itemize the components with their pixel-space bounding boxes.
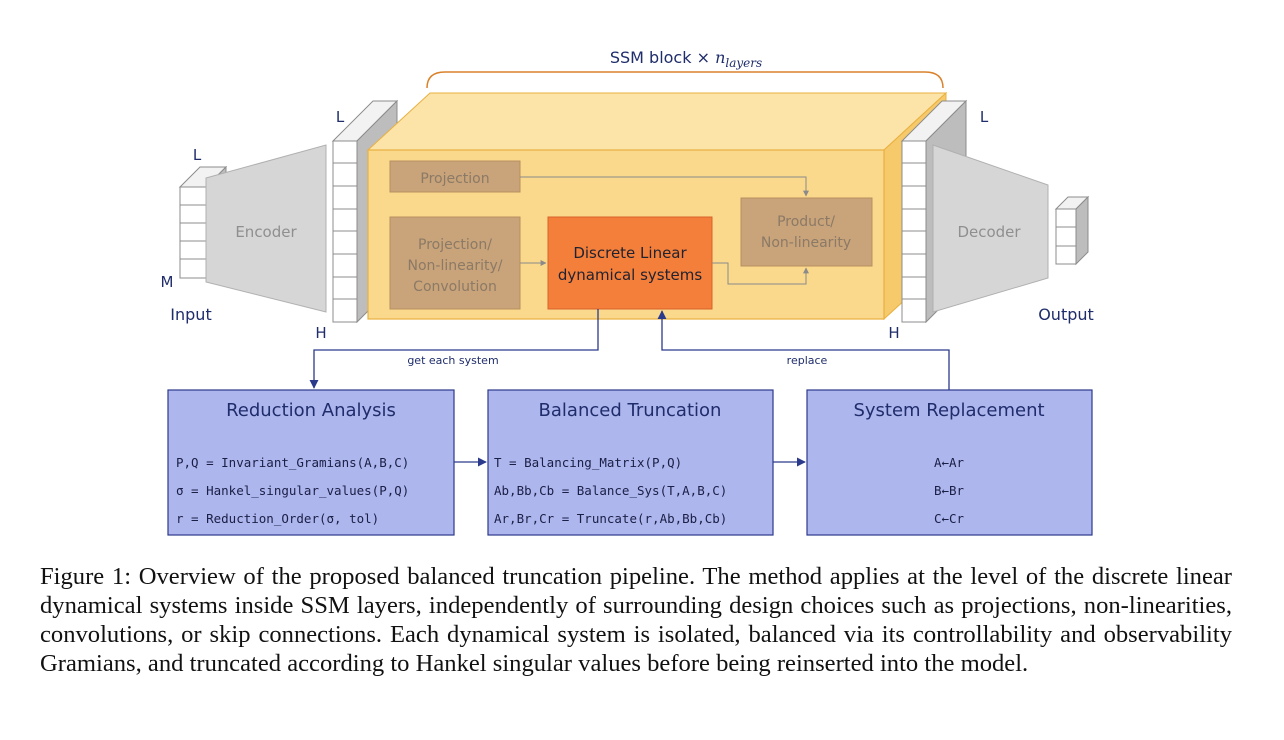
- reduction-analysis-line-1: P,Q = Invariant_Gramians(A,B,C): [176, 455, 409, 470]
- output-label: Output: [1038, 305, 1094, 324]
- get-each-system-label: get each system: [407, 354, 498, 367]
- input-label: Input: [170, 305, 211, 324]
- reduction-analysis-box: Reduction Analysis P,Q = Invariant_Grami…: [167, 389, 455, 536]
- right-stack-dim-H: H: [888, 324, 899, 342]
- input-dim-M: M: [161, 273, 174, 291]
- system-replacement-line-1: A←Ar: [934, 455, 965, 470]
- balanced-truncation-line-1: T = Balancing_Matrix(P,Q): [494, 455, 682, 470]
- decoder-shape: [932, 144, 1049, 313]
- output-tensor: [1054, 195, 1090, 266]
- encoder-shape: [205, 144, 327, 313]
- system-replacement-line-2: B←Br: [934, 483, 965, 498]
- left-stack-dim-H: H: [315, 324, 326, 342]
- dls-to-product-arrow: [712, 262, 809, 285]
- pipeline-diagram: SSM block × nlayers L M Input Encoder L …: [161, 48, 1094, 536]
- encoder-label: Encoder: [235, 223, 297, 241]
- balanced-truncation-line-2: Ab,Bb,Cb = Balance_Sys(T,A,B,C): [494, 483, 727, 498]
- input-dim-L: L: [193, 146, 202, 164]
- proj-nonlin-conv-box: [389, 216, 521, 310]
- reduction-analysis-line-3: r = Reduction_Order(σ, tol): [176, 511, 379, 526]
- right-stack-dim-L: L: [980, 108, 989, 126]
- system-replacement-line-3: C←Cr: [934, 511, 965, 526]
- dls-line-2: dynamical systems: [558, 266, 702, 284]
- reduction-analysis-line-2: σ = Hankel_singular_values(P,Q): [176, 483, 409, 498]
- left-stack-dim-L: L: [336, 108, 345, 126]
- ssm-brace-label: SSM block × nlayers: [610, 48, 762, 70]
- product-nonlin-line-1: Product/: [777, 214, 835, 230]
- projection-label: Projection: [420, 171, 489, 187]
- get-each-system-arrow: [309, 309, 599, 389]
- system-replacement-box: System Replacement A←Ar B←Br C←Cr: [806, 389, 1093, 536]
- projection-to-product-arrow: [520, 176, 809, 197]
- product-nonlin-box: [740, 197, 873, 267]
- balanced-truncation-line-3: Ar,Br,Cr = Truncate(r,Ab,Bb,Cb): [494, 511, 727, 526]
- reduction-analysis-title: Reduction Analysis: [226, 400, 396, 421]
- decoder-label: Decoder: [957, 223, 1021, 241]
- replace-arrow: [657, 310, 950, 390]
- balanced-truncation-box: Balanced Truncation T = Balancing_Matrix…: [487, 389, 774, 536]
- product-nonlin-line-2: Non-linearity: [761, 235, 851, 251]
- system-replacement-title: System Replacement: [853, 400, 1044, 421]
- balanced-truncation-title: Balanced Truncation: [539, 400, 722, 421]
- proj-nonlin-conv-line-1: Projection/: [418, 237, 492, 253]
- dls-box: [547, 216, 713, 310]
- ssm-brace: [426, 71, 944, 89]
- replace-label: replace: [787, 354, 828, 367]
- dls-line-1: Discrete Linear: [573, 244, 687, 262]
- proj-nonlin-conv-line-2: Non-linearity/: [408, 258, 503, 274]
- proj-nonlin-conv-line-3: Convolution: [413, 279, 497, 295]
- figure-caption: Figure 1: Overview of the proposed balan…: [40, 563, 1232, 677]
